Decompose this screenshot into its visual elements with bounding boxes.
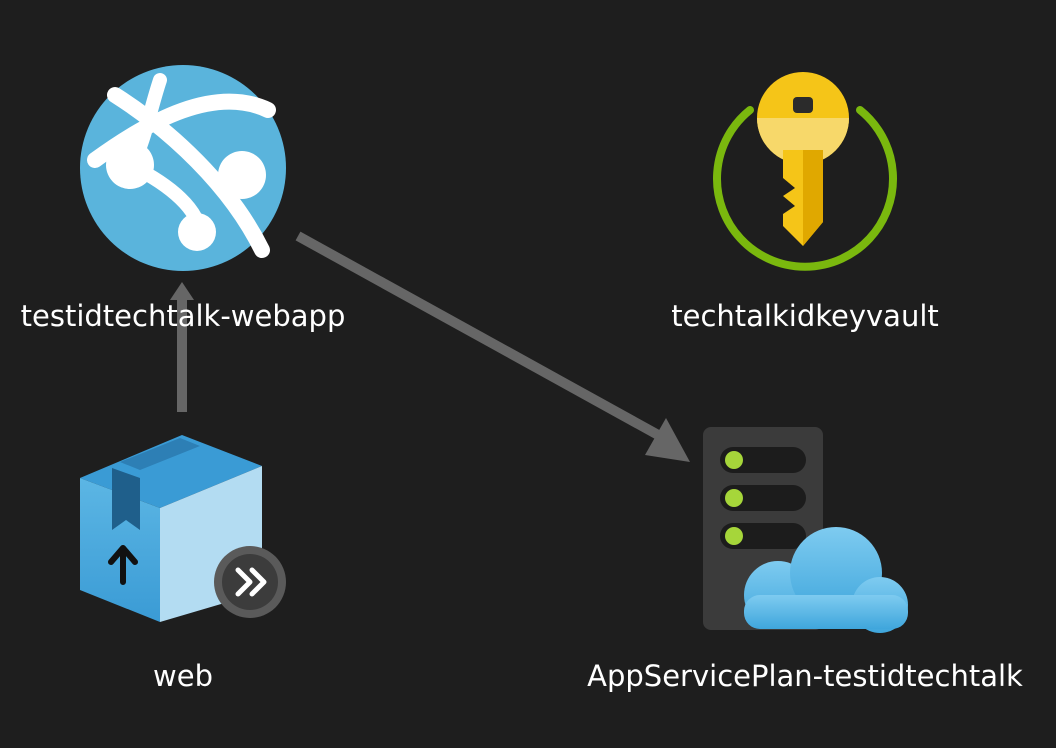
edges xyxy=(170,231,690,462)
node-webapp-label: testidtechtalk-webapp xyxy=(21,299,346,333)
node-web-label: web xyxy=(153,659,213,693)
app-service-globe-icon xyxy=(80,65,286,271)
node-keyvault[interactable]: techtalkidkeyvault xyxy=(671,72,939,333)
node-webapp[interactable]: testidtechtalk-webapp xyxy=(21,65,346,333)
node-keyvault-label: techtalkidkeyvault xyxy=(671,299,939,333)
key-vault-icon xyxy=(713,72,897,271)
edge-webapp-to-plan-arrowhead xyxy=(645,418,690,462)
node-plan[interactable]: AppServicePlan-testidtechtalk xyxy=(587,427,1023,693)
deployment-package-icon xyxy=(80,435,286,622)
node-web[interactable]: web xyxy=(80,435,286,693)
app-service-plan-icon xyxy=(703,427,908,633)
edge-web-to-webapp-arrowhead xyxy=(170,282,194,300)
node-plan-label: AppServicePlan-testidtechtalk xyxy=(587,659,1023,693)
edge-webapp-to-plan xyxy=(295,231,663,441)
cloud-icon xyxy=(744,527,908,633)
